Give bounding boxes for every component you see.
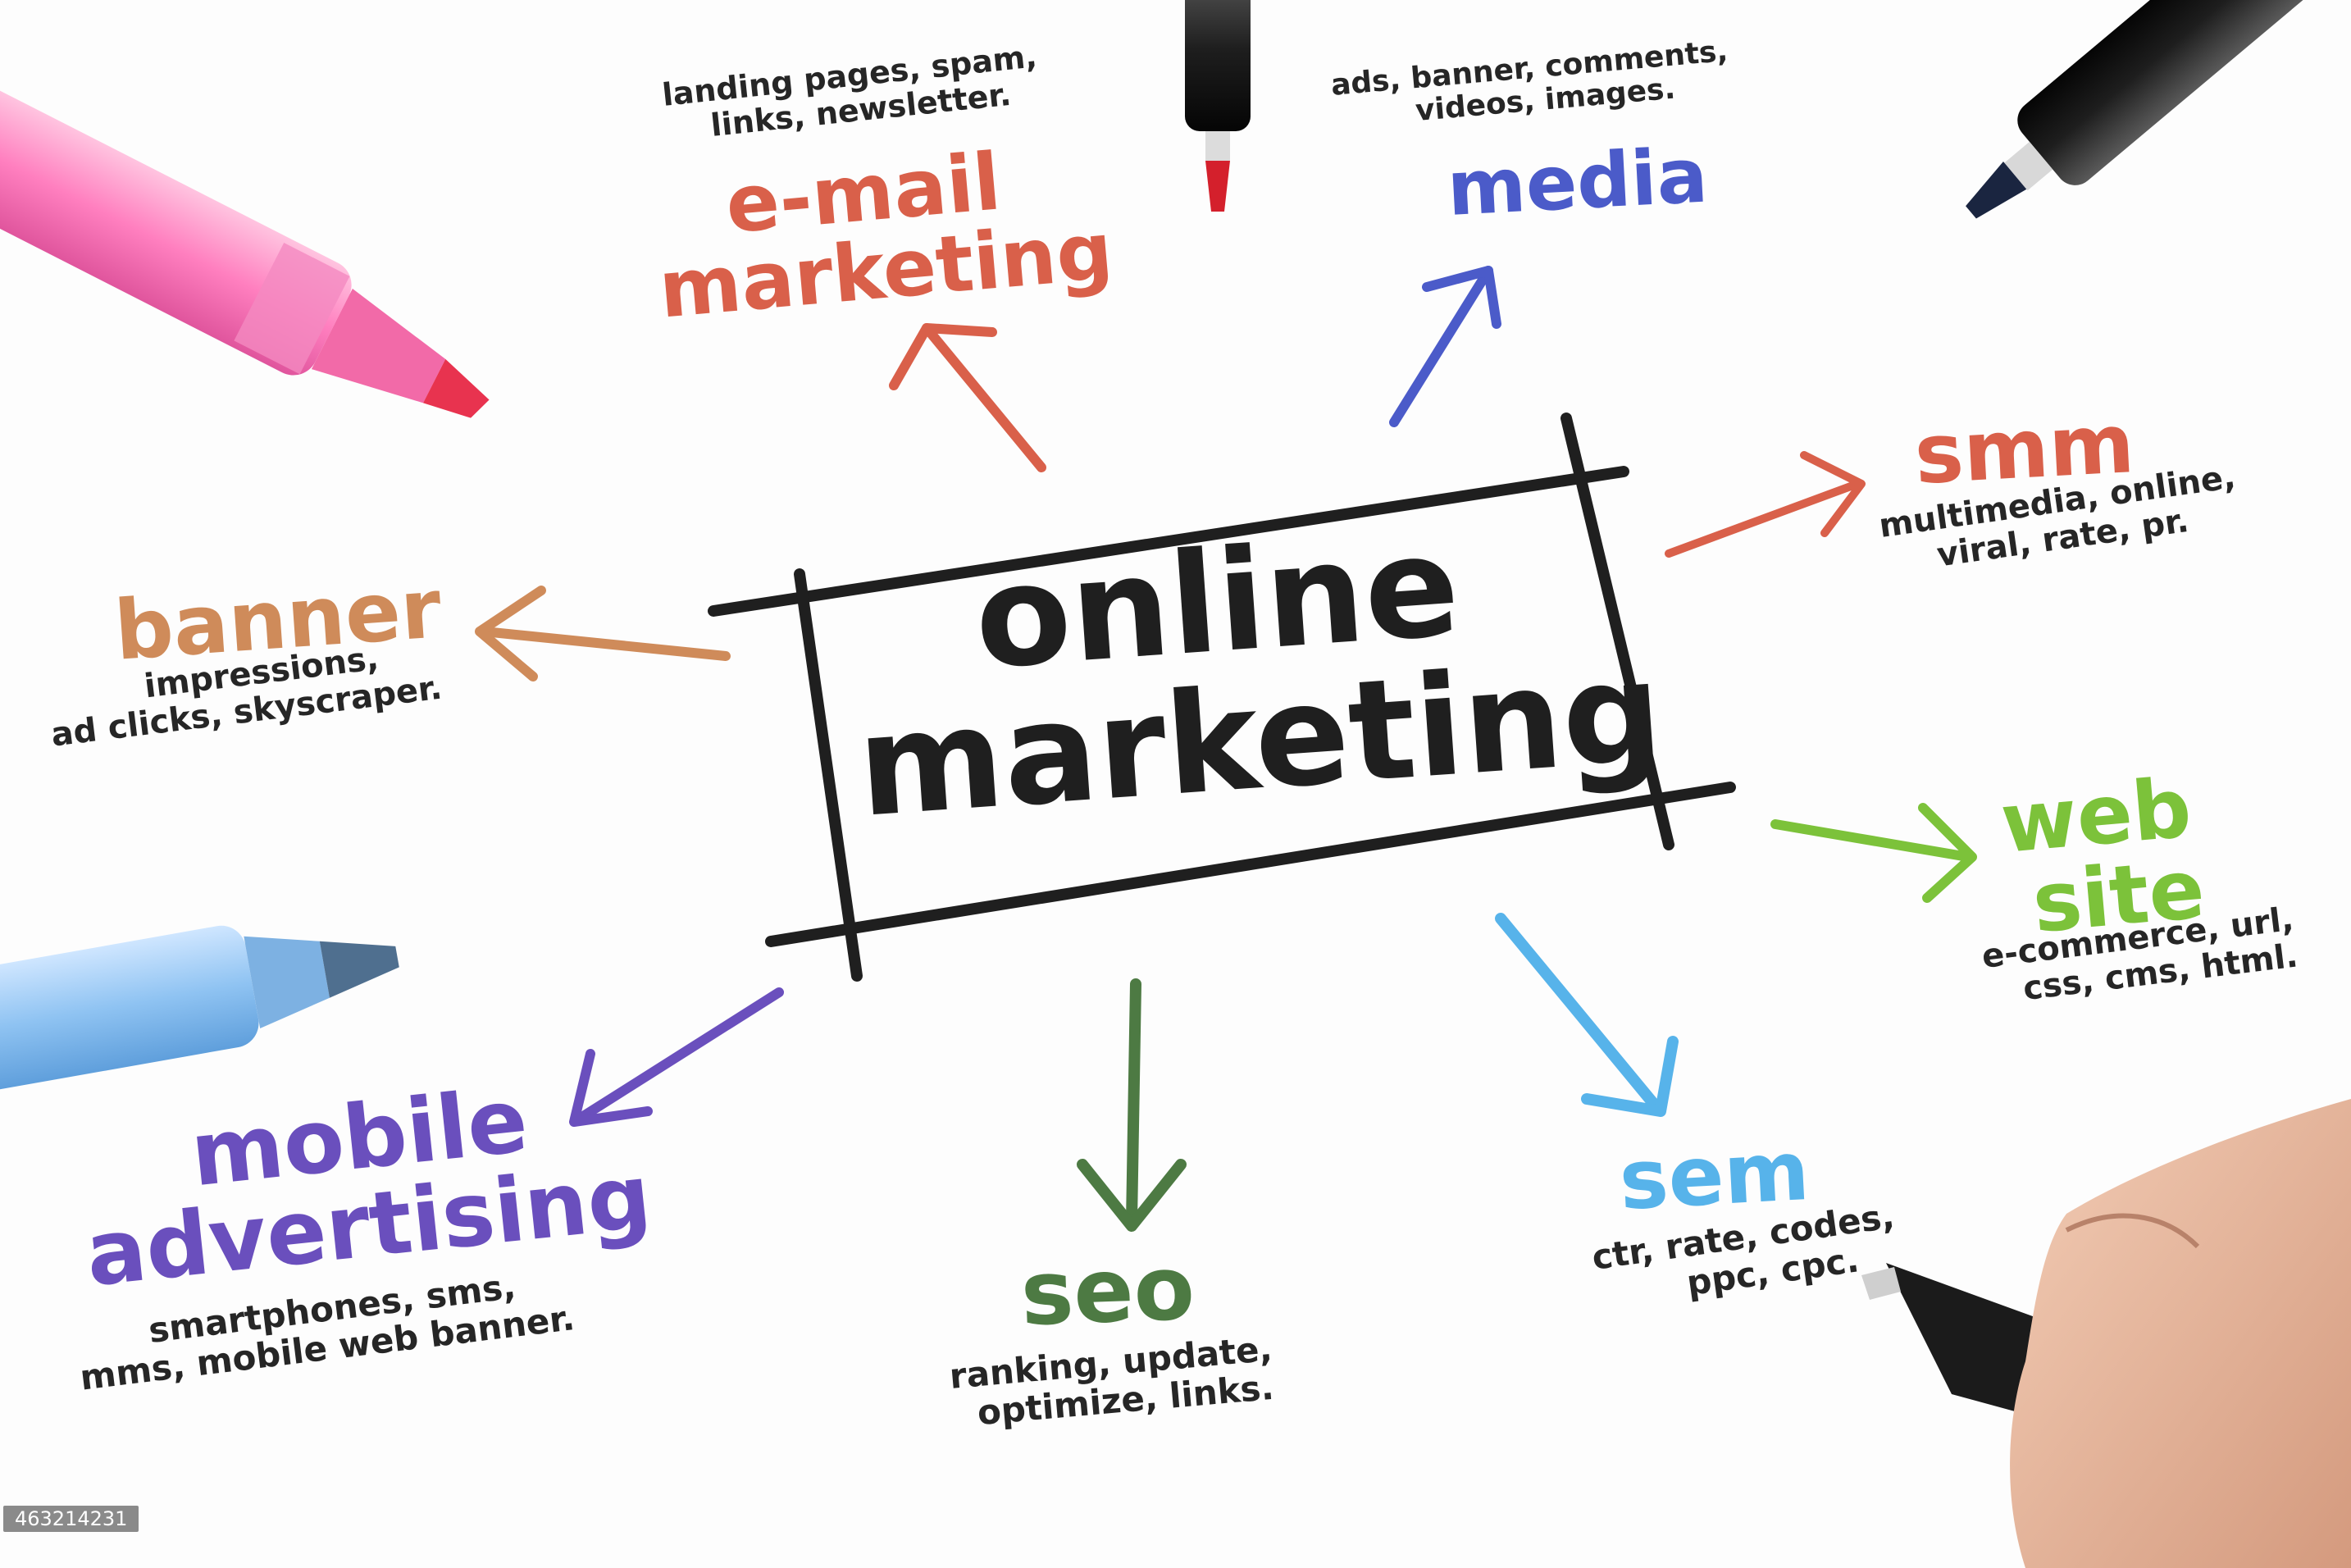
arrow-banner — [475, 586, 731, 681]
black-marker-right-icon — [1966, 0, 2351, 219]
arrow-media — [1389, 266, 1501, 427]
black-marker-top-icon — [1185, 0, 1251, 212]
arrow-website — [1770, 803, 1977, 903]
arrow-smm — [1665, 451, 1866, 558]
arrow-mobile — [569, 987, 784, 1127]
center-box — [708, 413, 1736, 982]
seo-title: seo — [1019, 1238, 1196, 1346]
center-title: online marketing — [844, 505, 1667, 849]
sem-title: sem — [1617, 1123, 1811, 1228]
hand-pen-icon — [1861, 1099, 2351, 1568]
arrow-seo — [1077, 978, 1187, 1232]
media-title-text: media — [1445, 131, 1711, 233]
media-title: media — [1445, 131, 1710, 232]
arrow-email — [889, 323, 1046, 472]
arrow-sem — [1495, 913, 1679, 1117]
blue-highlighter-icon — [0, 925, 399, 1093]
seo-title-text: seo — [1018, 1237, 1196, 1346]
pink-highlighter-icon — [0, 74, 490, 418]
stock-id-badge: 463214231 — [3, 1506, 139, 1532]
